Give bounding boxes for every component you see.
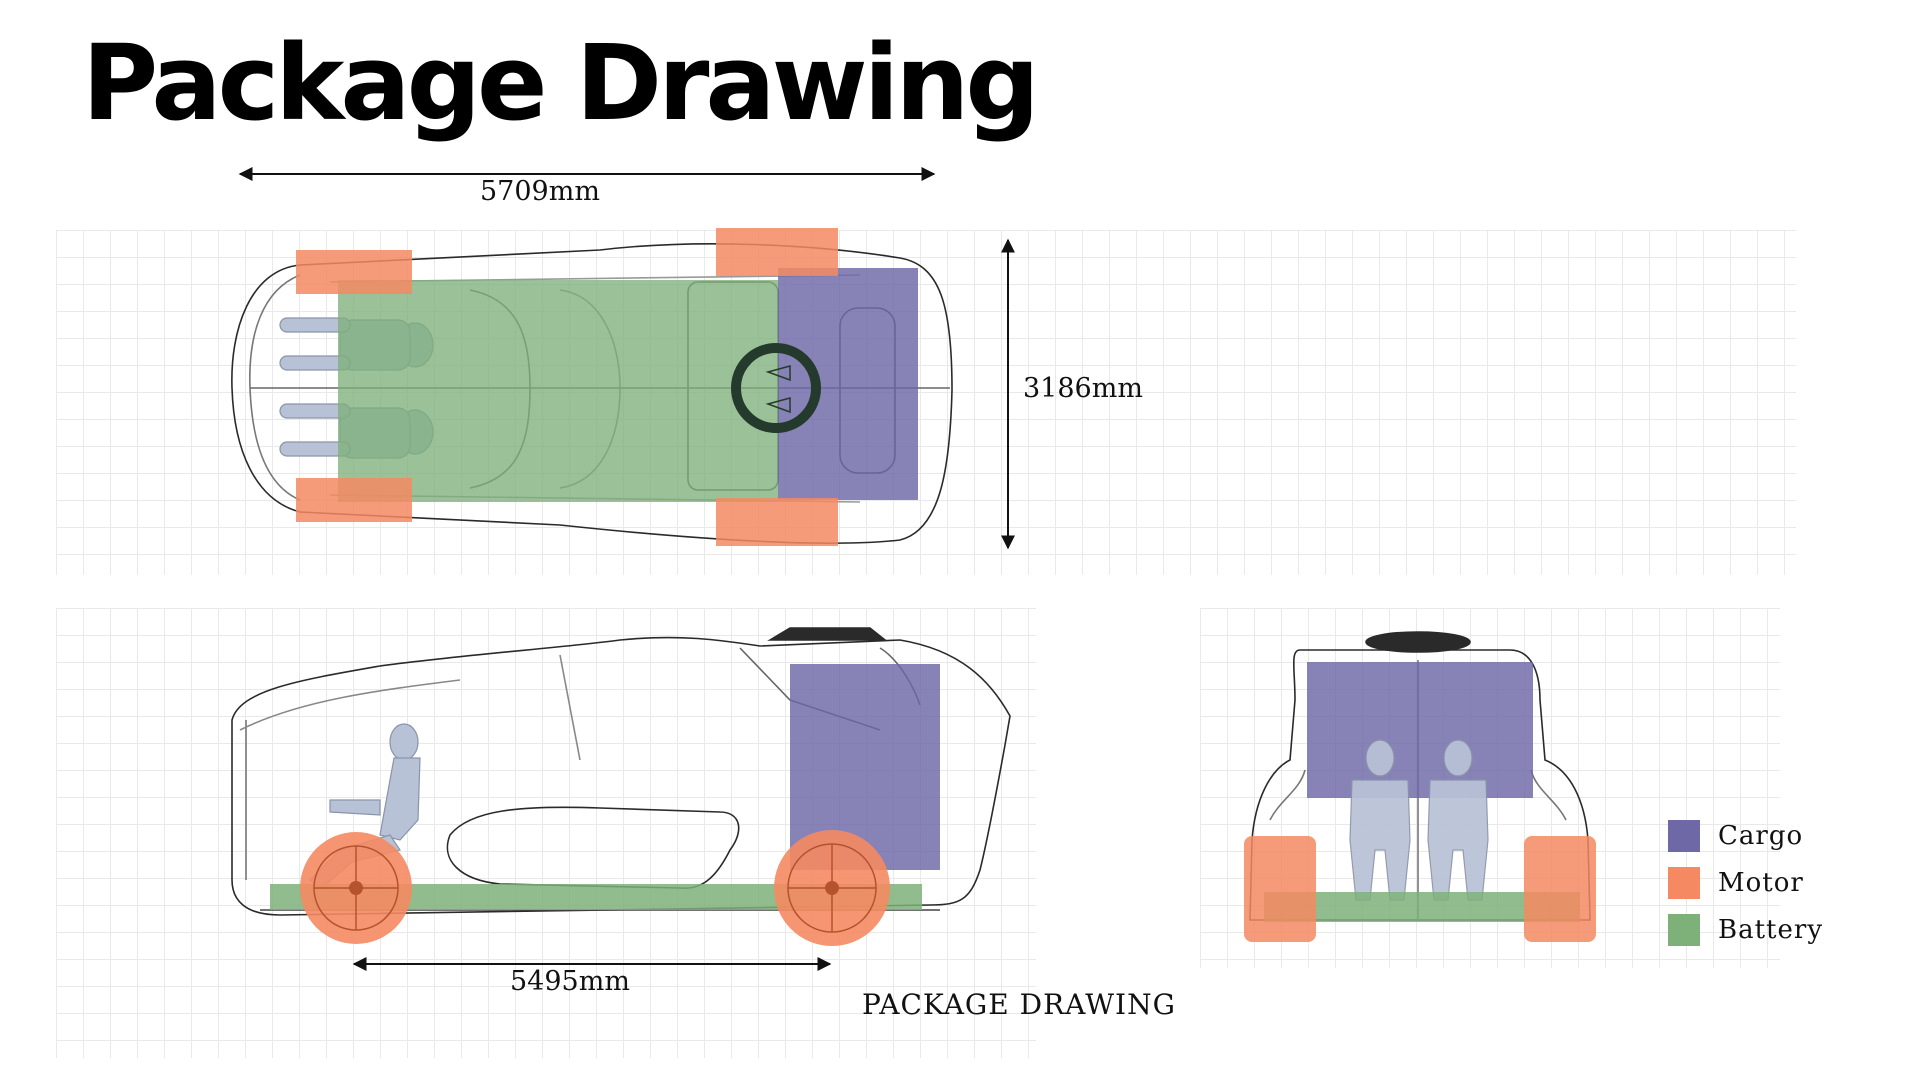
motor-top-rear-left bbox=[716, 228, 838, 276]
occupants-rear-view bbox=[1349, 739, 1489, 901]
drawing-caption: PACKAGE DRAWING bbox=[862, 988, 1176, 1021]
steering-ring bbox=[731, 343, 821, 433]
cargo-rear-view bbox=[1307, 662, 1533, 798]
wheelbase-label: 5495mm bbox=[510, 966, 630, 997]
legend-swatch-cargo bbox=[1668, 819, 1700, 852]
legend-label-motor: Motor bbox=[1718, 867, 1804, 898]
motor-rear-view-right bbox=[1524, 836, 1596, 942]
front-wheel-side-view bbox=[300, 832, 412, 944]
legend-item-battery: Battery bbox=[1668, 906, 1823, 953]
motor-top-rear-right bbox=[716, 498, 838, 546]
legend-swatch-motor bbox=[1668, 866, 1700, 899]
legend-item-motor: Motor bbox=[1668, 859, 1823, 906]
overall-length-label: 5709mm bbox=[480, 176, 600, 207]
legend-label-battery: Battery bbox=[1718, 914, 1824, 945]
legend: Cargo Motor Battery bbox=[1668, 812, 1823, 953]
rear-wheel-side-view bbox=[774, 830, 890, 946]
overall-width-label: 3186mm bbox=[1023, 373, 1143, 404]
legend-item-cargo: Cargo bbox=[1668, 812, 1823, 859]
legend-swatch-battery bbox=[1668, 913, 1700, 946]
battery-top-view bbox=[338, 280, 778, 502]
motor-rear-view-left bbox=[1244, 836, 1316, 942]
motor-top-front-left bbox=[296, 250, 412, 294]
motor-top-front-right bbox=[296, 478, 412, 522]
cargo-top-view bbox=[778, 268, 918, 500]
page-title: Package Drawing bbox=[82, 22, 1040, 144]
legend-label-cargo: Cargo bbox=[1718, 820, 1804, 851]
